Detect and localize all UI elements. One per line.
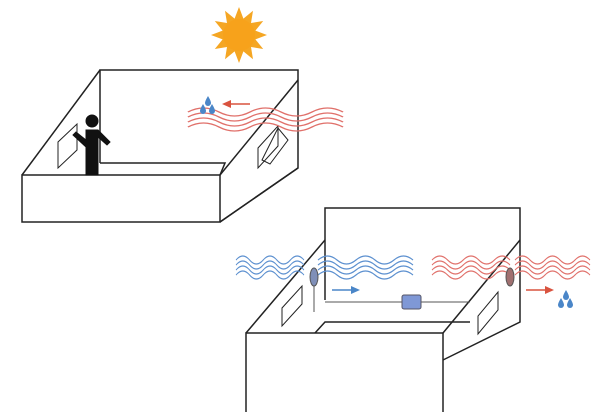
ventilation-device-icon bbox=[401, 294, 422, 310]
exhaust-fan-icon bbox=[505, 267, 515, 287]
sun-icon bbox=[211, 7, 267, 63]
window-left bbox=[281, 284, 303, 328]
water-drop-icon bbox=[200, 96, 215, 114]
person-icon bbox=[72, 114, 111, 176]
arrow-icon bbox=[332, 286, 360, 294]
room-box-mechanical-ventilation bbox=[245, 207, 521, 412]
intake-fan-icon bbox=[309, 267, 319, 287]
duct-line bbox=[313, 275, 470, 312]
arrow-icon bbox=[222, 100, 250, 108]
sun-disc bbox=[223, 19, 255, 51]
water-drop-icon bbox=[558, 290, 573, 308]
arrow-icon bbox=[526, 286, 554, 294]
window-right bbox=[477, 290, 499, 336]
window-left bbox=[57, 122, 78, 170]
room-box-natural-ventilation bbox=[21, 69, 299, 223]
window-right-open bbox=[257, 124, 289, 170]
